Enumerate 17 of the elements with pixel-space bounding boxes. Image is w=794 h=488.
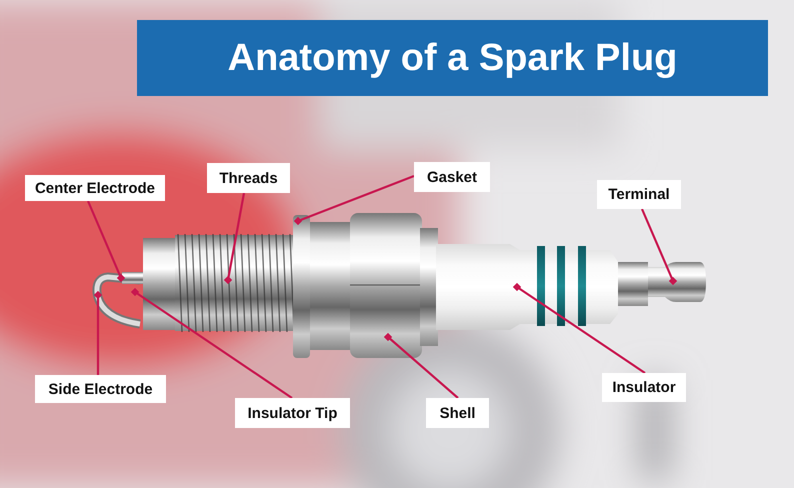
leader-line: [130, 288, 293, 399]
leader-line: [384, 332, 459, 399]
part-label: Shell: [426, 398, 489, 428]
part-label: Insulator: [602, 373, 686, 402]
part-label: Center Electrode: [25, 175, 165, 201]
title-banner: Anatomy of a Spark Plug: [137, 20, 768, 96]
leader-line: [512, 282, 646, 374]
part-label: Threads: [207, 163, 290, 193]
leader-line: [294, 174, 414, 226]
leader-line: [640, 208, 678, 286]
leader-line: [224, 192, 246, 284]
leader-line: [94, 290, 102, 375]
part-label: Terminal: [597, 180, 681, 209]
part-label: Insulator Tip: [235, 398, 350, 428]
part-label: Side Electrode: [35, 375, 166, 403]
part-label: Gasket: [414, 162, 490, 192]
leader-line: [86, 200, 126, 282]
